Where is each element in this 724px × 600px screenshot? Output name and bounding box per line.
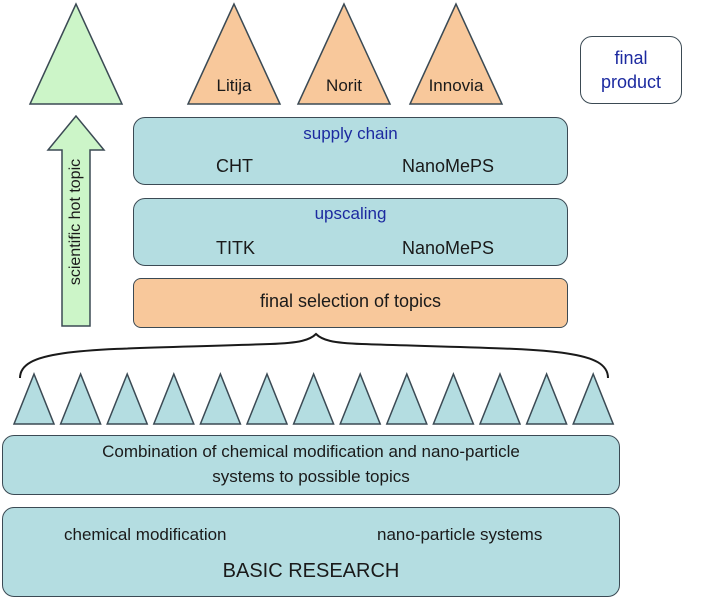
basic-research-box <box>2 507 620 597</box>
topic-triangle <box>572 371 615 425</box>
topic-triangle <box>385 371 428 425</box>
hot-topic-label: scientific hot topic <box>67 158 84 286</box>
final-product-label: final product <box>600 48 662 92</box>
topic-triangle <box>59 371 102 425</box>
supply-chain-left: CHT <box>216 156 253 176</box>
product-triangle-innovia <box>408 2 504 105</box>
topic-triangle <box>199 371 242 425</box>
upscaling-title: upscaling <box>314 204 387 223</box>
supply-chain-box <box>133 117 568 185</box>
basic-right-label: nano-particle systems <box>377 525 543 544</box>
combination-line-1: Combination of chemical modification and… <box>102 442 520 461</box>
topic-triangle <box>525 371 568 425</box>
upscaling-right: NanoMePS <box>402 238 495 258</box>
upscaling-box <box>133 198 568 266</box>
product-triangle-norit <box>296 2 392 105</box>
basic-left-label: chemical modification <box>64 525 227 544</box>
combination-box <box>2 435 620 495</box>
final-selection-label: final selection of topics <box>259 291 442 311</box>
final-product-box: final product <box>580 36 682 104</box>
topic-triangle <box>245 371 289 425</box>
product-label-innovia: Innovia <box>428 76 484 95</box>
final-selection-box <box>133 278 568 328</box>
product-triangle-litija <box>186 2 282 105</box>
combination-line-2: systems to possible topics <box>212 467 410 486</box>
topic-triangle <box>478 371 522 425</box>
topic-triangle <box>106 371 149 425</box>
supply-chain-right: NanoMePS <box>402 156 495 176</box>
upscaling-left: TITK <box>216 238 255 258</box>
topic-triangle <box>12 371 56 425</box>
topic-triangle <box>292 371 335 425</box>
product-label-norit: Norit <box>326 76 362 95</box>
topic-triangle <box>432 371 475 425</box>
topic-triangle <box>152 371 195 425</box>
product-label-litija: Litija <box>216 76 252 95</box>
hot-topic-triangle <box>28 2 124 105</box>
hot-topic-arrow <box>46 114 106 327</box>
supply-chain-title: supply chain <box>303 124 398 143</box>
curly-brace <box>19 332 609 379</box>
topic-triangle <box>339 371 382 425</box>
topic-triangles-row <box>12 371 615 425</box>
basic-research-title: BASIC RESEARCH <box>222 560 400 582</box>
